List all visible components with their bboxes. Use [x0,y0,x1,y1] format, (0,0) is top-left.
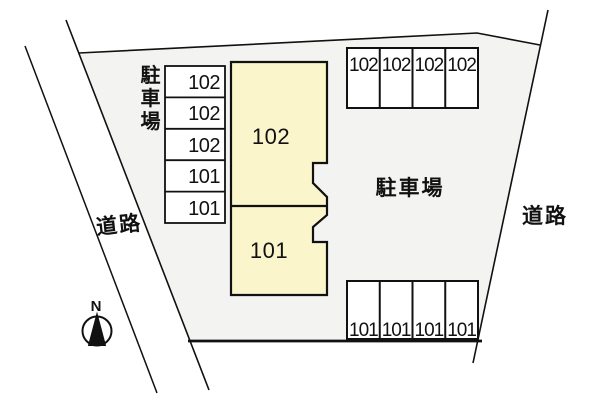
unit-102-label: 102 [252,124,290,149]
site-boundary-top [78,32,541,54]
building: 102 101 [229,60,329,297]
stall-label: 101 [447,320,476,341]
stall-label: 101 [188,198,220,220]
parking-lot-label-left: 駐車場 [137,63,160,133]
stall-label: 101 [382,320,411,341]
stall-label: 102 [188,103,220,125]
road-label-left: 道路 [95,211,143,240]
road-edge-left-outer [24,45,158,394]
road-label-right: 道路 [522,204,568,228]
parking-row-bottom-right: 101 101 101 101 [346,280,479,341]
parking-stall-group-outline [164,65,226,224]
stall-label: 101 [349,320,378,341]
stall-label: 102 [188,72,220,94]
stall-label: 102 [382,55,411,76]
stall-label: 101 [415,320,444,341]
compass-n-label: N [91,298,102,315]
stall-label: 101 [188,166,220,188]
site-boundary-left [65,19,210,391]
unit-101-label: 101 [250,238,288,263]
parking-row-top-right: 102 102 102 102 [346,47,479,109]
stall-label: 102 [349,55,378,76]
compass: N [81,298,113,347]
stall-label: 102 [188,135,220,157]
parking-lot-label-right: 駐車場 [376,176,445,200]
site-boundary-right [472,9,549,364]
north-arrow-icon [87,311,107,346]
stall-label: 102 [447,55,476,76]
parking-column-left: 102 102 102 101 101 [164,65,226,224]
building-outline [229,60,329,297]
stall-label: 102 [415,55,444,76]
